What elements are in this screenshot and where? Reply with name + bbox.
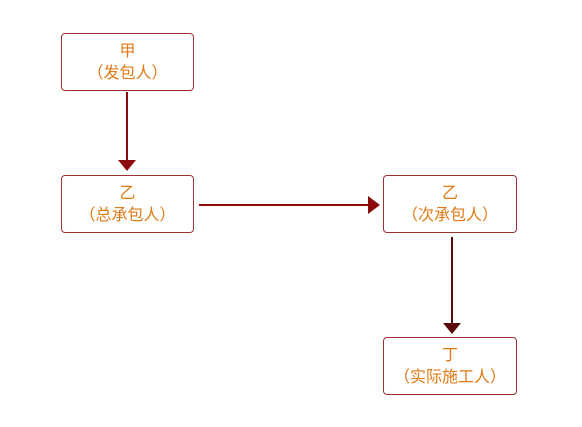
- node-employer: 甲 （发包人）: [61, 33, 194, 91]
- node-role: （次承包人）: [401, 205, 498, 224]
- arrowhead-down-icon: [118, 160, 136, 171]
- node-title: 丁: [441, 345, 458, 364]
- node-title: 乙: [119, 183, 136, 202]
- arrowhead-down-icon: [443, 323, 461, 334]
- node-role: （实际施工人）: [393, 367, 506, 386]
- node-role: （总承包人）: [79, 205, 176, 224]
- node-subcontractor: 乙 （次承包人）: [383, 175, 517, 233]
- node-title: 乙: [441, 183, 458, 202]
- arrowhead-right-icon: [368, 196, 380, 214]
- node-role: （发包人）: [87, 63, 168, 82]
- node-title: 甲: [119, 41, 136, 60]
- node-actual-builder: 丁 （实际施工人）: [383, 337, 517, 395]
- edge-yi1-to-yi2: [199, 196, 380, 214]
- edge-yi2-to-ding: [443, 237, 461, 334]
- node-general-contractor: 乙 （总承包人）: [61, 175, 194, 233]
- edge-jia-to-yi1: [118, 92, 136, 171]
